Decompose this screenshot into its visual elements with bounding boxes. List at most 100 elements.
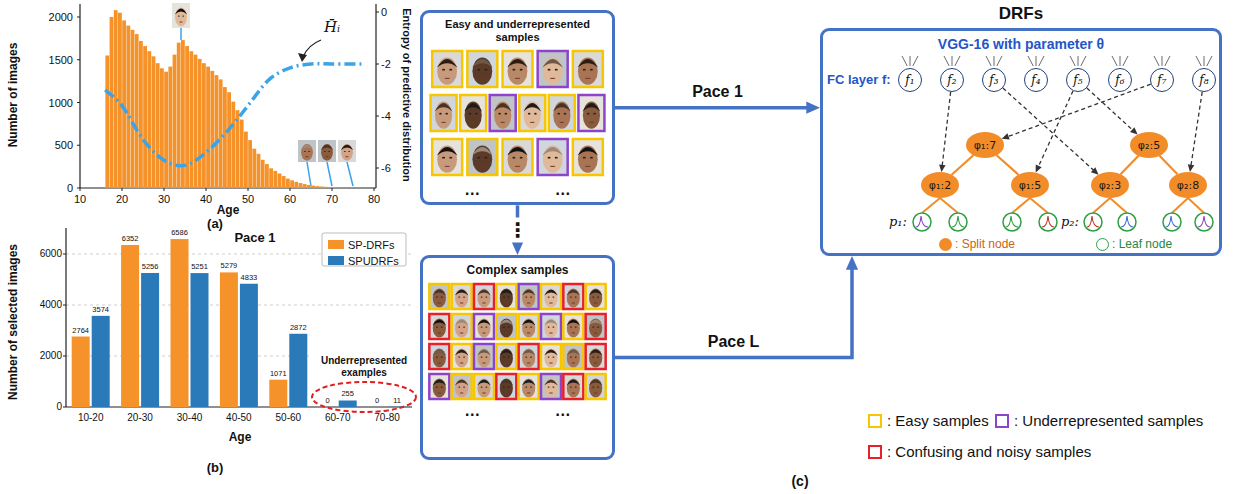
feature-node: f₂ bbox=[940, 68, 964, 92]
chart-a-axes bbox=[80, 4, 376, 188]
histogram-bar bbox=[168, 67, 172, 188]
leaf-node bbox=[1118, 213, 1136, 231]
face-hair bbox=[455, 350, 469, 356]
sample-border bbox=[519, 95, 545, 131]
face-eye bbox=[485, 387, 487, 388]
sample-pool-box: Complex samples…… bbox=[420, 255, 615, 460]
face-skin bbox=[508, 58, 528, 85]
photo-ground bbox=[429, 374, 449, 399]
face-skin bbox=[477, 349, 490, 368]
face-eye bbox=[441, 387, 443, 388]
histogram-bar bbox=[290, 180, 294, 188]
photo-ground bbox=[496, 314, 516, 339]
face-hair bbox=[567, 290, 581, 296]
arrow-head bbox=[1091, 167, 1099, 174]
sample-border bbox=[460, 95, 486, 131]
face-mouth bbox=[550, 166, 555, 167]
bar-spudrfs bbox=[339, 400, 357, 407]
tick-mark bbox=[80, 188, 81, 191]
sample-border bbox=[474, 344, 494, 369]
face-eye bbox=[481, 327, 483, 328]
tree-branch bbox=[1110, 198, 1127, 213]
axis-tick-label: 50 bbox=[242, 193, 254, 206]
bar-spudrfs bbox=[388, 406, 406, 407]
axis-tick-label: 0 bbox=[56, 401, 62, 413]
sample-border bbox=[490, 95, 516, 131]
histogram-bar bbox=[156, 63, 160, 188]
axis-tick-label: 60 bbox=[284, 193, 296, 206]
face-thumbnail bbox=[474, 284, 494, 309]
histogram-bar bbox=[252, 149, 256, 188]
input-arrow bbox=[1162, 56, 1163, 66]
chart-b-grid bbox=[66, 254, 412, 356]
sample-border bbox=[432, 139, 462, 175]
face-hair bbox=[507, 59, 527, 68]
feature-label: f₈ bbox=[1199, 73, 1208, 87]
face-mouth bbox=[501, 122, 505, 123]
face-thumbnail bbox=[586, 314, 606, 339]
face-mouth bbox=[585, 78, 590, 79]
connector bbox=[1160, 156, 1178, 174]
histogram-bar bbox=[299, 183, 303, 188]
input-arrow bbox=[1081, 56, 1086, 66]
face-eye bbox=[445, 113, 448, 115]
photo-ground bbox=[563, 284, 583, 309]
axis-line bbox=[79, 4, 80, 188]
histogram-bar bbox=[307, 185, 311, 188]
face-mouth bbox=[460, 333, 463, 334]
split-label: φ₂:5 bbox=[1138, 139, 1160, 152]
face-skin bbox=[543, 146, 563, 173]
split-node: φ₁:2 bbox=[921, 172, 959, 198]
sample-border bbox=[452, 374, 472, 399]
face-eye bbox=[575, 387, 577, 388]
face-mouth bbox=[445, 166, 450, 167]
legend-text: SP-DRFs bbox=[348, 238, 394, 251]
leaf-node bbox=[949, 213, 967, 231]
histogram-bar bbox=[227, 92, 231, 188]
tree-branch bbox=[1030, 198, 1048, 213]
face-skin bbox=[477, 379, 490, 398]
box-heading: Complex samples bbox=[427, 263, 608, 277]
connector bbox=[939, 92, 951, 172]
face-skin bbox=[589, 349, 602, 368]
connector-line bbox=[1003, 88, 1094, 171]
bar-spudrfs bbox=[289, 334, 307, 407]
sample-border bbox=[503, 51, 533, 87]
arrow-head bbox=[846, 256, 858, 270]
leader-line bbox=[327, 162, 332, 186]
histogram-bar bbox=[320, 186, 324, 188]
face-hair bbox=[589, 350, 603, 356]
face-skin bbox=[544, 319, 557, 338]
sample-border bbox=[467, 139, 497, 175]
legend-swatch bbox=[995, 414, 1009, 428]
face-eye bbox=[530, 357, 532, 358]
sample-border bbox=[586, 284, 606, 309]
connector-line bbox=[615, 106, 810, 110]
face-mouth bbox=[549, 333, 552, 334]
face-mouth bbox=[480, 78, 485, 79]
face-skin bbox=[567, 349, 580, 368]
face-eye bbox=[484, 157, 487, 159]
photo-ground bbox=[578, 95, 604, 131]
connector bbox=[615, 256, 858, 358]
face-eye bbox=[530, 297, 532, 298]
grid-line bbox=[66, 305, 412, 306]
face-eye bbox=[308, 151, 310, 152]
face-eye bbox=[583, 69, 586, 71]
tick-mark bbox=[248, 188, 249, 191]
face-eye bbox=[592, 387, 594, 388]
face-hair bbox=[477, 320, 491, 326]
photo-ground bbox=[467, 139, 497, 175]
connector-line bbox=[1160, 156, 1178, 174]
annotation: Underrepresented examples bbox=[312, 355, 416, 378]
face-hair bbox=[578, 59, 598, 68]
face-mouth bbox=[480, 166, 485, 167]
face-eye bbox=[548, 387, 550, 388]
face-skin bbox=[543, 58, 563, 85]
face-skin bbox=[494, 102, 511, 129]
histogram-bar bbox=[244, 132, 248, 188]
tick-mark bbox=[77, 145, 80, 146]
leaf-node bbox=[913, 213, 931, 231]
photo-ground bbox=[503, 139, 533, 175]
face-hair bbox=[500, 380, 514, 386]
